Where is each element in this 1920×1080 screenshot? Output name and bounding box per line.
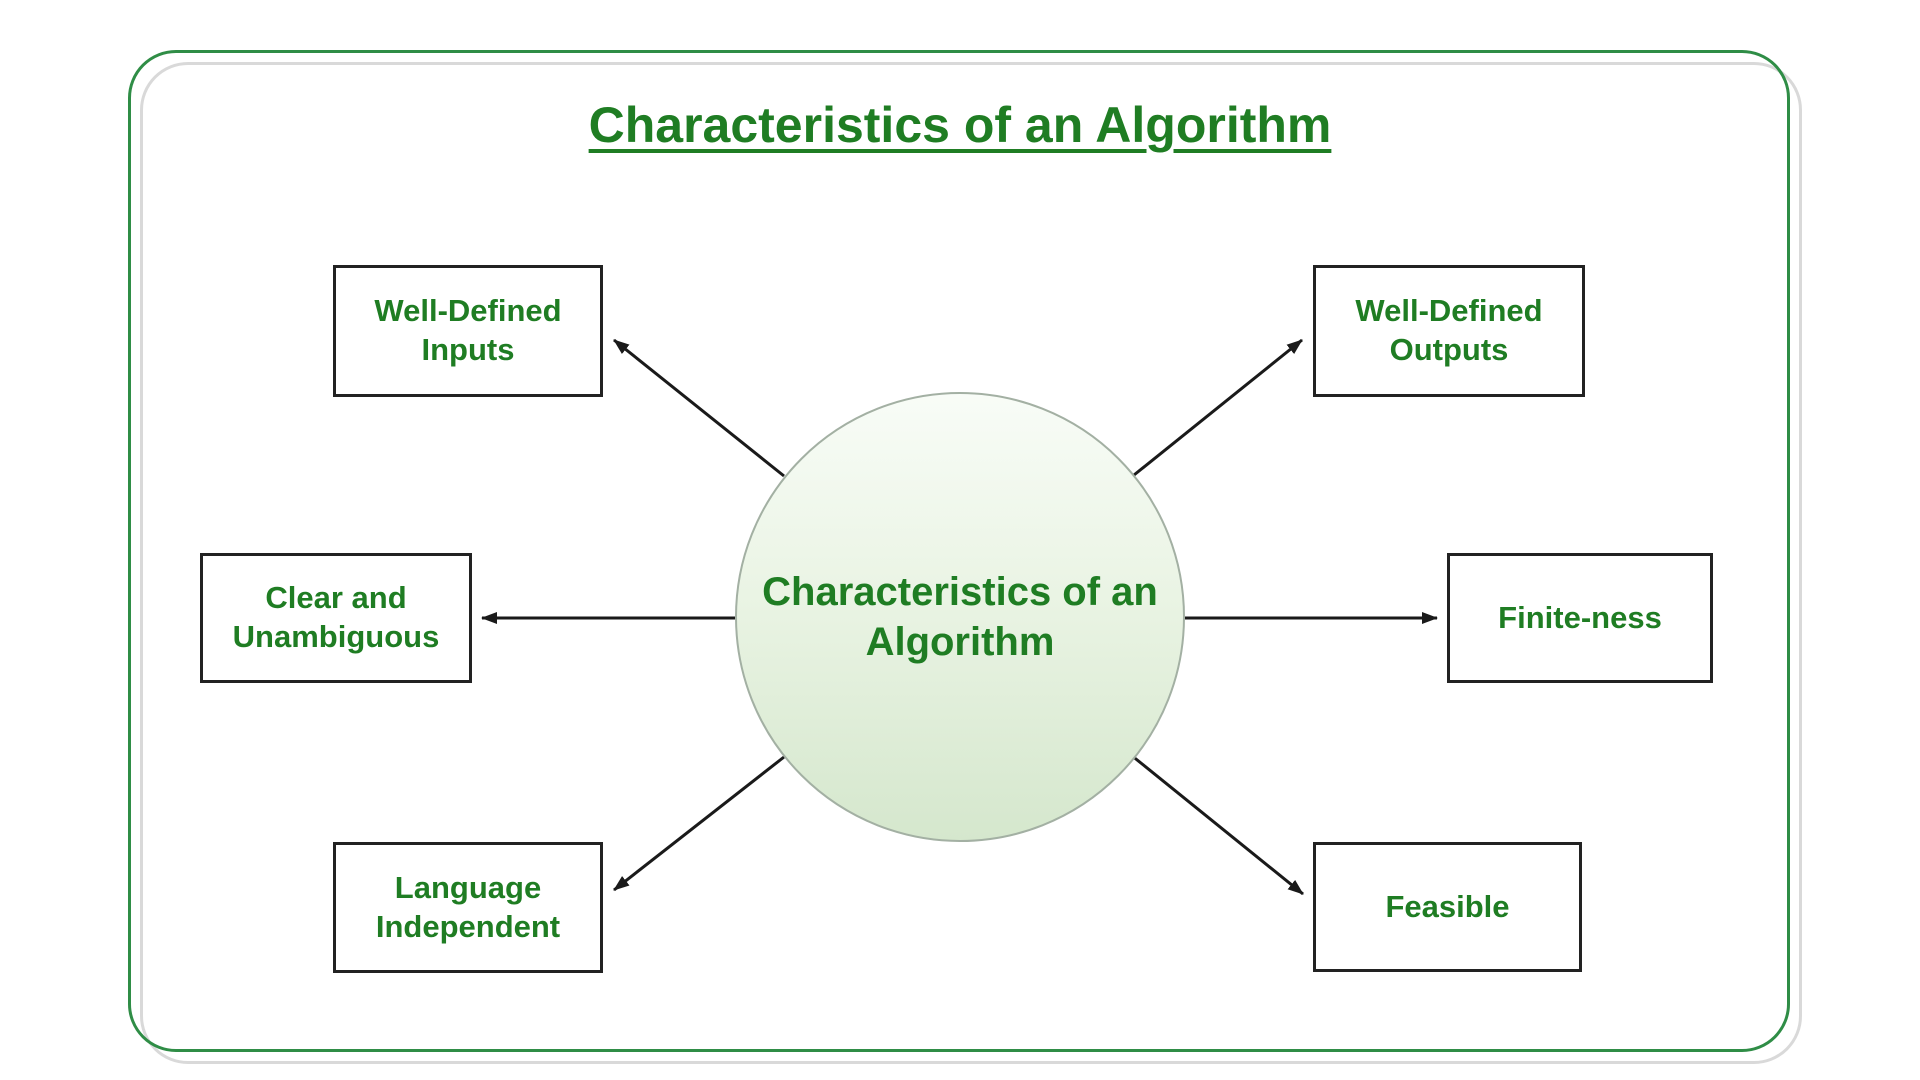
node-label: Well-Defined Outputs xyxy=(1355,293,1543,367)
arrow-top-left xyxy=(613,338,785,478)
node-language-independent: Language Independent xyxy=(333,842,603,973)
center-node-circle: Characteristics of an Algorithm xyxy=(735,392,1185,842)
arrow-bottom-left xyxy=(613,755,785,892)
node-finite-ness: Finite-ness xyxy=(1447,553,1713,683)
center-node-label: Characteristics of an Algorithm xyxy=(762,570,1158,664)
node-feasible: Feasible xyxy=(1313,842,1582,972)
node-label: Feasible xyxy=(1385,888,1510,924)
node-label: Clear and Unambiguous xyxy=(232,580,440,654)
arrow-top-right xyxy=(1133,338,1303,477)
node-well-defined-outputs: Well-Defined Outputs xyxy=(1313,265,1585,397)
page-title: Characteristics of an Algorithm xyxy=(588,97,1332,153)
node-well-defined-inputs: Well-Defined Inputs xyxy=(333,265,603,397)
arrow-bottom-right xyxy=(1130,753,1304,896)
node-clear-and-unambiguous: Clear and Unambiguous xyxy=(200,553,472,683)
node-label: Language Independent xyxy=(375,869,561,944)
node-label: Well-Defined Inputs xyxy=(374,293,562,367)
panel-green-border xyxy=(128,50,1790,1052)
node-label: Finite-ness xyxy=(1498,599,1662,635)
panel-shadow-outline xyxy=(140,62,1802,1064)
